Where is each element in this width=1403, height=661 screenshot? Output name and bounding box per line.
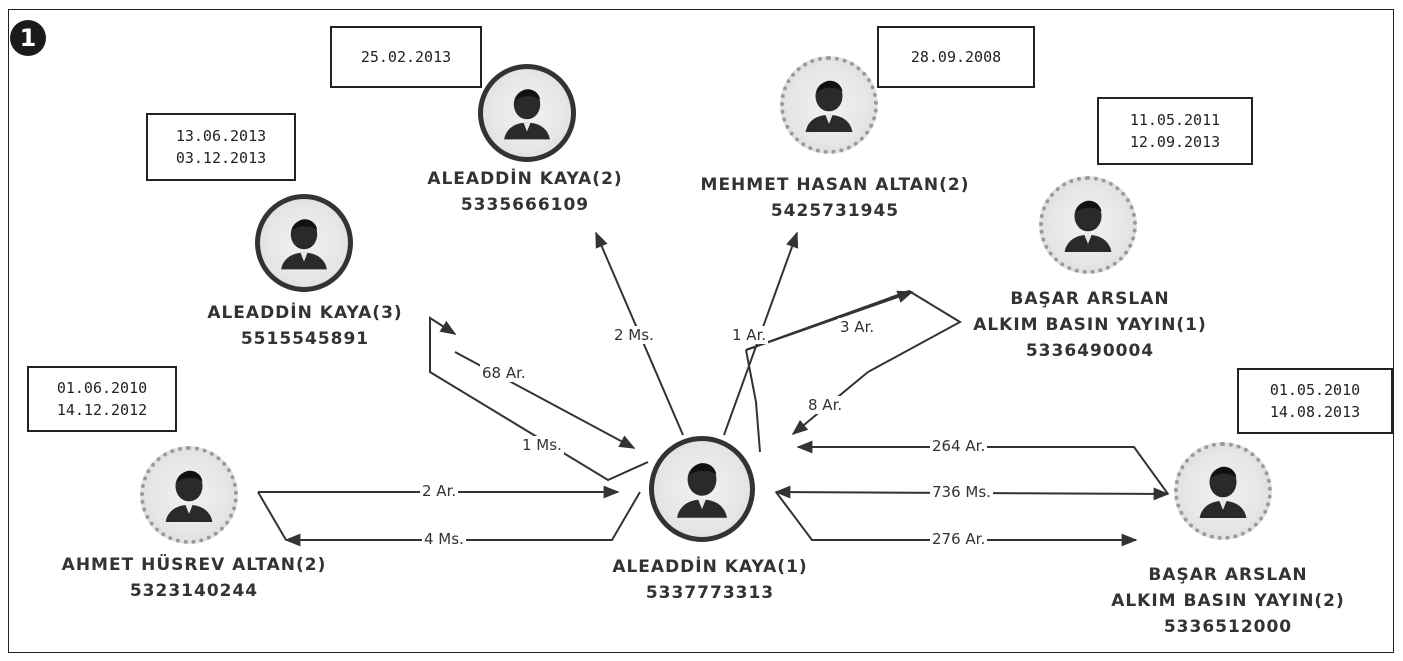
person-icon <box>677 463 727 518</box>
edge-label-aleaddin3-in: 1 Ms. <box>520 436 564 454</box>
date-line: 11.05.2011 <box>1129 111 1221 129</box>
date-line: 25.02.2013 <box>360 48 452 66</box>
node-name: ALEADDİN KAYA(1) <box>612 557 808 577</box>
date-box-basar2: 01.05.2010 14.08.2013 <box>1237 368 1393 434</box>
edge-label-basar2-mid: 736 Ms. <box>930 483 993 501</box>
date-line: 12.09.2013 <box>1129 133 1221 151</box>
node-phone: 5425731945 <box>770 201 900 221</box>
edge-basar2-top <box>796 440 1169 495</box>
node-label-center: ALEADDİN KAYA(1) 5337773313 <box>600 554 820 606</box>
edge-ahmet-in <box>284 491 641 547</box>
node-phone: 5323140244 <box>129 581 259 601</box>
node-label-mehmet: MEHMET HASAN ALTAN(2) 5425731945 <box>680 172 990 224</box>
date-box-basar1: 11.05.2011 12.09.2013 <box>1097 97 1253 165</box>
node-name-2: ALKIM BASIN YAYIN(1) <box>973 315 1207 335</box>
edge-label-ahmet-out: 2 Ar. <box>420 482 459 500</box>
node-name: MEHMET HASAN ALTAN(2) <box>700 175 970 195</box>
edge-label-basar2-top: 264 Ar. <box>930 437 988 455</box>
edge-label-basar2-bot: 276 Ar. <box>930 530 988 548</box>
person-icon <box>165 470 213 522</box>
edge-label-basar1-in: 8 Ar. <box>806 396 845 414</box>
date-line: 03.12.2013 <box>175 149 267 167</box>
node-name: BAŞAR ARSLAN <box>1148 565 1308 585</box>
edge-label-mehmet: 1 Ar. <box>730 326 769 344</box>
avatar-center <box>649 436 755 542</box>
date-box-mehmet: 28.09.2008 <box>877 26 1035 88</box>
node-label-aleaddin2: ALEADDİN KAYA(2) 5335666109 <box>415 166 635 218</box>
person-icon <box>504 89 550 140</box>
avatar-basar2 <box>1174 442 1272 540</box>
node-phone: 5335666109 <box>460 195 590 215</box>
node-phone: 5515545891 <box>240 329 370 349</box>
edge-label-aleaddin2: 2 Ms. <box>612 326 656 344</box>
node-name: AHMET HÜSREV ALTAN(2) <box>61 555 327 575</box>
node-name-2: ALKIM BASIN YAYIN(2) <box>1111 591 1345 611</box>
date-line: 01.06.2010 <box>56 379 148 397</box>
date-box-ahmet: 01.06.2010 14.12.2012 <box>27 366 177 432</box>
node-name: ALEADDİN KAYA(2) <box>427 169 623 189</box>
step-number-badge: 1 <box>10 20 46 56</box>
date-line: 01.05.2010 <box>1269 381 1361 399</box>
diagram-frame <box>8 9 1394 653</box>
node-name: ALEADDİN KAYA(3) <box>207 303 403 323</box>
avatar-aleaddin3 <box>255 194 353 292</box>
avatar-ahmet <box>140 446 238 544</box>
node-label-aleaddin3: ALEADDİN KAYA(3) 5515545891 <box>190 300 420 352</box>
edge-label-basar1-out: 3 Ar. <box>838 318 877 336</box>
node-name: BAŞAR ARSLAN <box>1010 289 1170 309</box>
person-icon <box>281 219 327 270</box>
date-box-aleaddin3: 13.06.2013 03.12.2013 <box>146 113 296 181</box>
avatar-mehmet <box>780 56 878 154</box>
node-phone: 5336490004 <box>1025 341 1155 361</box>
date-line: 13.06.2013 <box>175 127 267 145</box>
node-phone: 5336512000 <box>1163 617 1293 637</box>
edge-aleaddin3-out <box>429 316 649 482</box>
person-icon <box>1199 466 1247 518</box>
edge-label-aleaddin3-out: 68 Ar. <box>480 364 528 382</box>
date-line: 14.08.2013 <box>1269 403 1361 421</box>
avatar-basar1 <box>1039 176 1137 274</box>
date-box-aleaddin2: 25.02.2013 <box>330 26 482 88</box>
date-line: 14.12.2012 <box>56 401 148 419</box>
avatar-aleaddin2 <box>478 64 576 162</box>
node-label-basar2: BAŞAR ARSLAN ALKIM BASIN YAYIN(2) 533651… <box>1098 562 1358 640</box>
node-label-basar1: BAŞAR ARSLAN ALKIM BASIN YAYIN(1) 533649… <box>960 286 1220 364</box>
person-icon <box>1064 200 1112 252</box>
edge-basar2-bot <box>775 491 1138 547</box>
date-line: 28.09.2008 <box>910 48 1002 66</box>
node-label-ahmet: AHMET HÜSREV ALTAN(2) 5323140244 <box>44 552 344 604</box>
node-phone: 5337773313 <box>645 583 775 603</box>
person-icon <box>805 80 853 132</box>
edge-label-ahmet-in: 4 Ms. <box>422 530 466 548</box>
